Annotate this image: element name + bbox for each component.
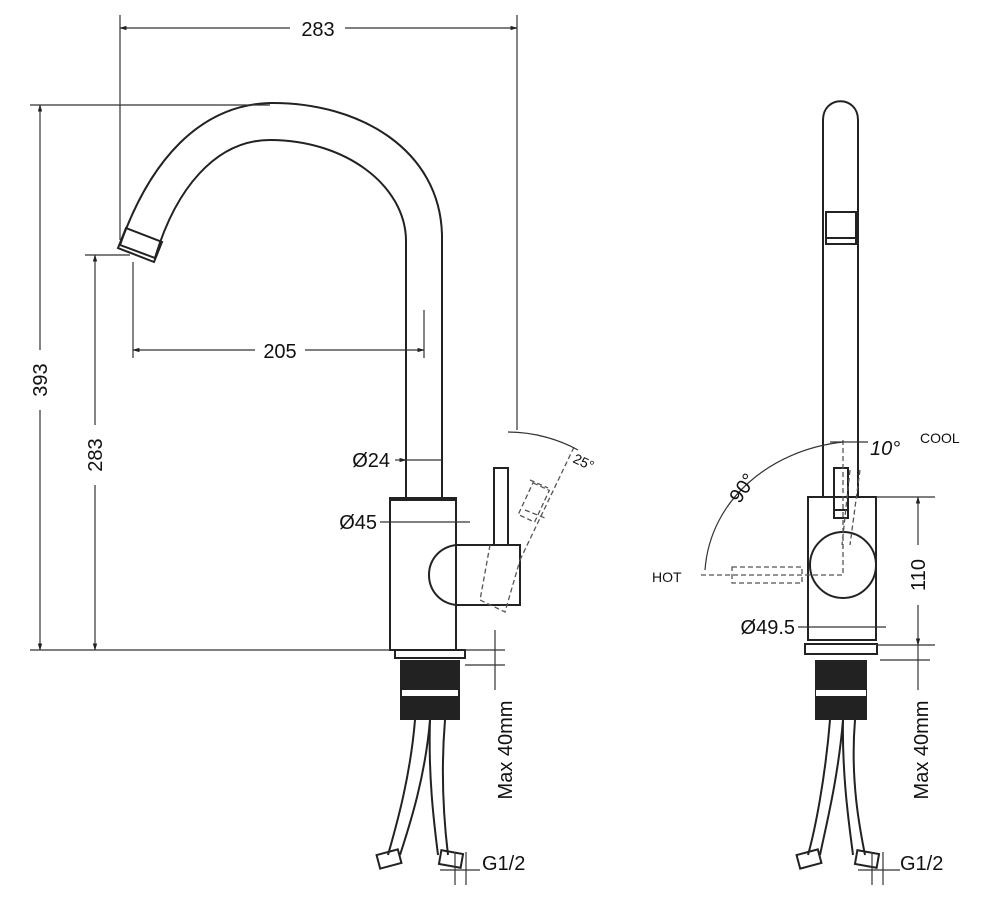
dim-max-thickness-front: Max 40mm [911, 701, 933, 800]
lever-hub [428, 544, 521, 606]
side-view: 283 393 283 205 Ø24 Ø45 25° Max 40mm G1/… [30, 15, 597, 885]
dim-connection: G1/2 [482, 853, 525, 875]
dim-height-total: 393 [30, 363, 52, 396]
dim-spout-diameter: Ø24 [352, 450, 390, 472]
dim-body-diameter-front: Ø49.5 [741, 617, 795, 639]
spout-outline [119, 101, 443, 498]
dim-width-total: 283 [301, 19, 334, 41]
lever [493, 467, 509, 546]
dim-spout-reach: 205 [263, 341, 296, 363]
front-view: 10° COOL 90° HOT 110 Ø49.5 Max 40mm G1/2 [652, 100, 960, 885]
dim-body-diameter: Ø45 [339, 512, 377, 534]
aerator [116, 226, 164, 264]
body [389, 497, 457, 651]
dim-connection-front: G1/2 [900, 853, 943, 875]
dim-cool-angle: 10° [870, 438, 900, 460]
spout-inner [154, 138, 407, 498]
dim-body-height: 110 [908, 559, 930, 591]
label-cool: COOL [920, 430, 960, 446]
dim-max-thickness: Max 40mm [495, 701, 517, 800]
label-hot: HOT [652, 569, 682, 585]
dim-lever-angle: 25° [571, 450, 597, 473]
dim-spout-height: 283 [85, 438, 107, 471]
spout-front [822, 100, 859, 498]
